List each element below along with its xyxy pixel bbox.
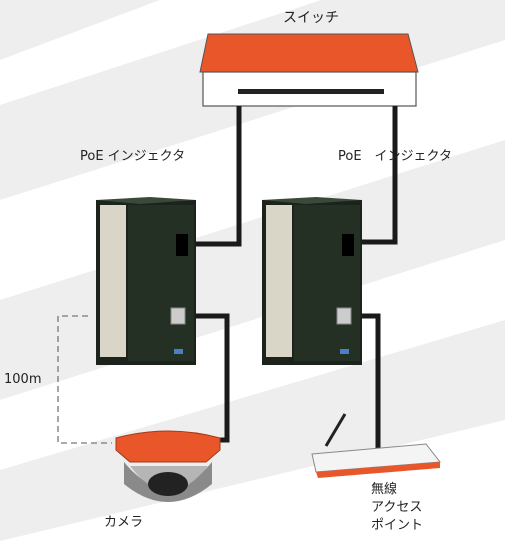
ap-label-line2: アクセス <box>371 500 423 515</box>
camera-label: カメラ <box>104 515 144 530</box>
ap-label-line3: ポイント <box>371 518 424 533</box>
injector-left-label: PoE インジェクタ <box>80 149 186 164</box>
injector-right-label: PoE インジェクタ <box>338 149 453 164</box>
wireless-access-point <box>311 413 441 478</box>
poe-injector-left <box>96 197 196 365</box>
switch-device <box>199 33 419 107</box>
distance-label: 100m <box>4 372 42 387</box>
ap-label-line1: 無線 <box>371 482 398 497</box>
uplink-cable-left <box>186 106 242 247</box>
distance-bracket <box>57 315 112 444</box>
switch-label: スイッチ <box>283 10 339 26</box>
poe-injector-right <box>262 197 362 365</box>
camera-cable <box>188 313 230 443</box>
dome-camera <box>115 430 221 502</box>
uplink-cable-right <box>350 106 398 245</box>
